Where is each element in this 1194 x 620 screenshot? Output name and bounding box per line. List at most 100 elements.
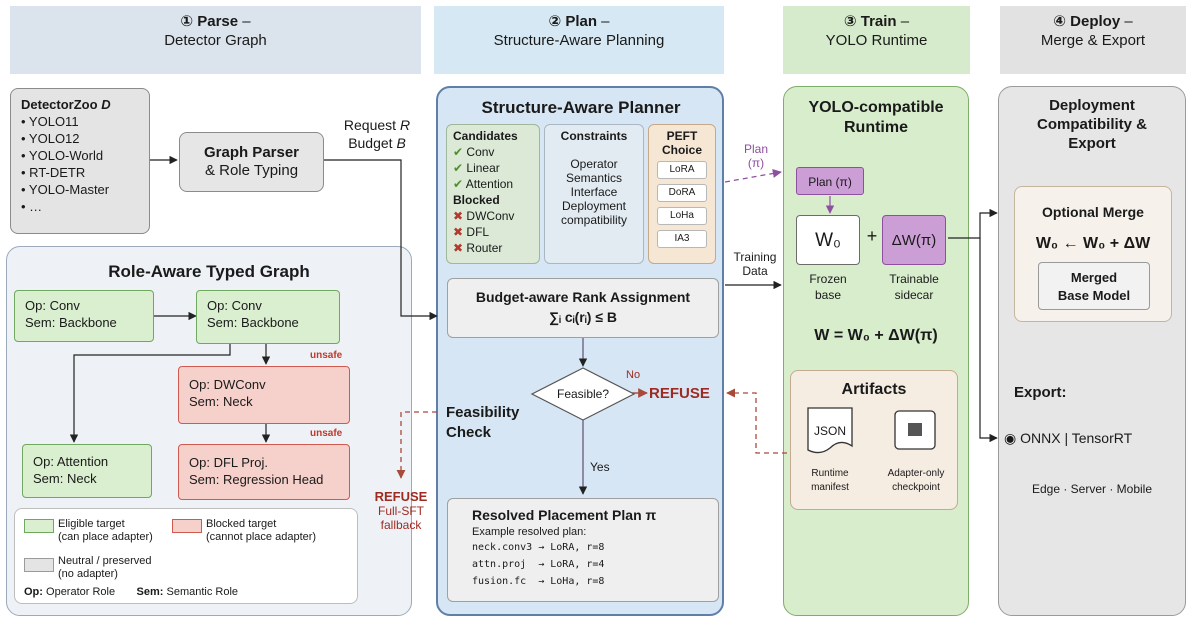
legend-role-key: Op: Operator Role Sem: Semantic Role [24,586,354,599]
budget-variable: B [396,135,406,151]
budget-assignment-box: Budget-aware Rank Assignment ∑ᵢ cᵢ(rᵢ) ≤… [447,278,719,338]
refuse-left-text: REFUSE [374,489,428,504]
yes-label: Yes [590,460,610,474]
zoo-item: • RT-DETR [21,165,86,180]
edge-runtime-export [979,238,998,443]
candidate-item: ✔ Attention [453,177,539,191]
manifest-label: Runtime manifest [798,468,862,494]
blocked-title: Blocked [453,193,500,207]
trainable-sidecar-label: Trainable sidecar [874,272,954,302]
request-budget-label: Request R Budget B [342,116,412,152]
node-conv-backbone-2: Op: Conv Sem: Backbone [196,290,340,344]
legend-blocked-line1: Blocked target [206,518,277,530]
plan-edge-line1: Plan [743,142,769,156]
blocked-label: DFL [466,225,490,239]
legend-neutral-line2: (no adapter) [58,568,118,580]
artifacts-title: Artifacts [841,381,907,398]
candidate-label: Linear [466,161,500,175]
legend-sem-desc: Semantic Role [166,586,239,598]
stage-number: ① Parse [180,13,239,30]
merged-base-model-box: Merged Base Model [1038,262,1150,310]
candidates-title: Candidates [453,129,518,143]
zoo-item: • YOLO-World [21,148,104,163]
feasible-diamond [530,367,636,421]
edge-fallback [396,411,437,479]
edge-plan-runtime [724,168,782,183]
constraints-box: Constraints Operator Semantics Interface… [544,124,644,264]
peft-title-line1: PEFT [666,129,698,143]
candidate-item: ✔ Linear [453,161,539,175]
checkpoint-line1: Adapter-only [887,468,945,479]
weight-equation: W = W₀ + ΔW(π) [814,327,938,344]
stage-dash: – [896,13,910,30]
cross-icon: ✖ [453,241,464,255]
json-label: JSON [813,424,846,438]
candidates-box: Candidates ✔ Conv ✔ Linear ✔ Attention B… [446,124,540,264]
merge-title: Optional Merge [1042,204,1144,220]
candidate-label: Attention [465,177,514,191]
fallback-line2: fallback [380,518,422,532]
stage-header-train: ③ Train – YOLO Runtime [783,6,970,74]
resolved-line: attn.proj → LoRA, r=4 [472,559,605,570]
planner-title: Structure-Aware Planner [481,98,681,117]
manifest-line1: Runtime [811,468,849,479]
resolved-line: neck.conv3 → LoRA, r=8 [472,542,605,553]
feasible-label: Feasible? [556,387,610,401]
resolved-title: Resolved Placement Plan π [472,507,657,523]
zoo-item: • YOLO11 [21,114,79,129]
peft-option: LoHa [657,207,707,225]
stage-dash: – [597,13,610,30]
stage-header-deploy: ④ Deploy – Merge & Export [1000,6,1186,74]
budget-formula: ∑ᵢ cᵢ(rᵢ) ≤ B [549,309,617,325]
edge-artifacts-refuse [726,388,787,454]
constraint-item: Interface [570,185,618,199]
runtime-title: YOLO-compatible Runtime [783,98,969,138]
request-variable: R [399,117,411,133]
constraints-title: Constraints [560,129,628,143]
json-file-icon [807,407,853,454]
legend-neutral-text: Neutral / preserved (no adapter) [58,555,152,581]
stage-subtitle: YOLO Runtime [825,32,928,49]
detector-zoo-title: DetectorZoo D [21,97,149,112]
plan-edge-line2: (π) [747,156,765,170]
training-line2: Data [742,264,768,278]
node-op: Op: Conv [207,298,262,313]
edge-runtime-deploy [948,208,998,239]
peft-title-line2: Choice [661,143,702,157]
check-icon: ✔ [453,145,464,159]
peft-option: LoRA [657,161,707,179]
request-text: Request [343,117,397,133]
resolved-subtitle: Example resolved plan: [472,526,587,538]
legend-swatch-eligible [24,519,54,533]
legend-op-key: Op: [24,586,43,598]
peft-option: IA3 [657,230,707,248]
node-op: Op: Attention [33,454,109,469]
budget-title: Budget-aware Rank Assignment [475,289,691,305]
edge-parser-planner [324,159,438,321]
constraint-item: Semantics [565,171,623,185]
legend-op-desc: Operator Role [46,586,116,598]
node-conv-backbone-1: Op: Conv Sem: Backbone [14,290,154,342]
blocked-label: DWConv [466,209,515,223]
export-label: Export: [1014,384,1067,401]
node-dfl-regression-head: Op: DFL Proj. Sem: Regression Head [178,444,350,500]
stage-header-plan: ② Plan – Structure-Aware Planning [434,6,724,74]
node-attention-neck: Op: Attention Sem: Neck [22,444,152,498]
feasibility-line2: Check [446,424,492,441]
resolved-plan-box: Resolved Placement Plan π Example resolv… [447,498,719,602]
detector-zoo-box: DetectorZoo D • YOLO11 • YOLO12 • YOLO-W… [10,88,150,234]
runtime-title-line2: Runtime [844,119,908,136]
runtime-title-line1: YOLO-compatible [808,99,944,116]
zoo-variable: D [101,97,111,112]
stage-subtitle: Detector Graph [164,32,267,49]
unsafe-label: unsafe [310,428,343,439]
budget-text: Budget [348,135,393,151]
frozen-base-label: Frozen base [792,272,864,302]
no-label: No [626,369,641,381]
checkpoint-icon [894,410,936,450]
checkpoint-label: Adapter-only checkpoint [874,468,958,494]
stage-subtitle: Merge & Export [1040,32,1146,49]
deploy-title-line1: Deployment [1049,97,1135,114]
check-icon: ✔ [453,177,464,191]
